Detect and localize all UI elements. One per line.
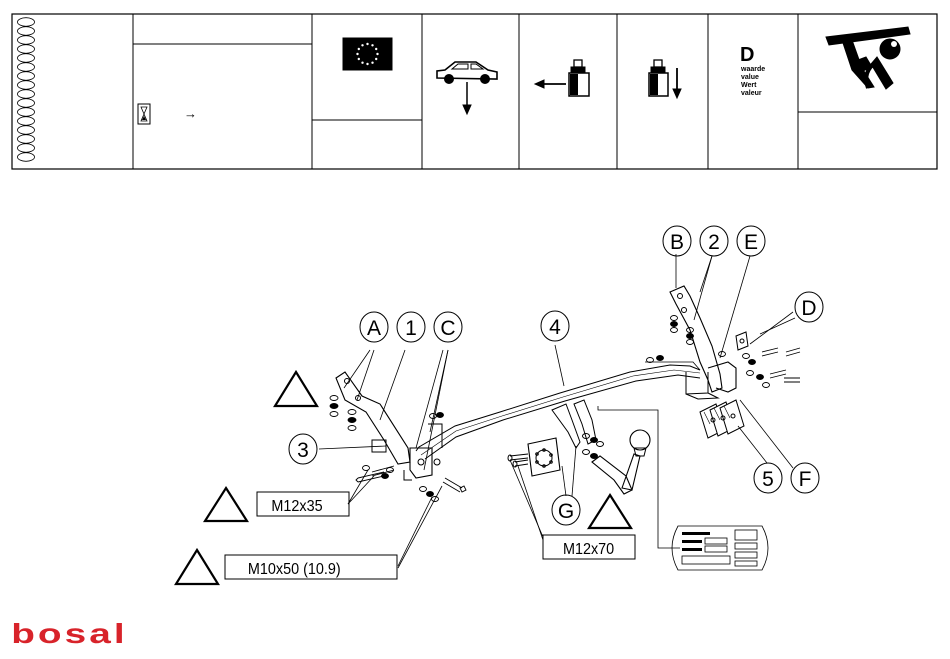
eu-star: [375, 48, 377, 50]
callout-C: C: [434, 312, 462, 342]
eu-star: [361, 62, 363, 64]
eu-star: [356, 53, 358, 55]
callout-3: 3: [289, 434, 317, 464]
svg-text:M10x50 (10.9): M10x50 (10.9): [248, 560, 341, 578]
svg-text:G: G: [558, 500, 574, 523]
svg-text:5: 5: [762, 468, 774, 491]
horizontal-load-icon: [535, 60, 589, 96]
d-value-label-fr: valeur: [741, 90, 765, 98]
eu-star: [366, 43, 368, 45]
svg-text:A: A: [367, 317, 381, 340]
callout-G: G: [552, 495, 580, 525]
spacer-plates: [700, 400, 744, 438]
d-value-icon: D: [740, 44, 754, 66]
left-bracket: [336, 372, 442, 480]
center-flange: [508, 400, 604, 476]
d-value-label-de: Wert: [741, 82, 765, 90]
towbar-icon: [826, 27, 910, 89]
hourglass-icon: [138, 104, 150, 124]
svg-text:1: 1: [405, 317, 417, 340]
arrow-label: →: [184, 106, 197, 121]
d-value-label-en: value: [741, 74, 765, 82]
callout-5: 5: [754, 463, 782, 493]
eu-star: [371, 62, 373, 64]
eu-star: [366, 63, 368, 65]
vertical-load-icon: [649, 60, 681, 98]
svg-text:F: F: [799, 468, 812, 491]
bolt-spec-m12x70: M12x70: [543, 535, 635, 559]
callout-4: 4: [541, 311, 569, 341]
d-value-labels: waarde value Wert valeur: [741, 66, 765, 98]
svg-text:M12x70: M12x70: [563, 540, 614, 558]
car-load-icon: [437, 62, 497, 114]
eu-flag-icon: [343, 38, 392, 70]
eu-star: [358, 48, 360, 50]
callout-1: 1: [397, 312, 425, 342]
callout-F: F: [791, 463, 819, 493]
bolt-spec-m10x50: M10x50 (10.9): [225, 555, 397, 579]
callout-E: E: [737, 226, 765, 256]
language-ovals: [18, 18, 35, 162]
callout-A: A: [360, 312, 388, 342]
bosal-logo: bosal: [11, 619, 127, 649]
eu-star: [371, 44, 373, 46]
svg-text:M12x35: M12x35: [271, 497, 322, 515]
callout-2: 2: [700, 226, 728, 256]
callout-D: D: [795, 292, 823, 322]
eu-star: [375, 58, 377, 60]
left-fasteners: [330, 396, 466, 502]
svg-text:C: C: [440, 317, 455, 340]
svg-text:B: B: [670, 231, 684, 254]
d-value-label-nl: waarde: [741, 66, 765, 74]
svg-text:D: D: [801, 297, 816, 320]
svg-text:3: 3: [297, 439, 309, 462]
callouts: A 1 C 3 4 B 2 E D 5 F G: [289, 226, 823, 525]
eu-star: [358, 58, 360, 60]
svg-text:2: 2: [708, 231, 720, 254]
header-table: [12, 14, 937, 169]
callout-B: B: [663, 226, 691, 256]
d-letter: D: [740, 44, 754, 66]
svg-text:4: 4: [549, 316, 561, 339]
crossbar-part-4: [416, 362, 718, 459]
svg-text:bosal: bosal: [11, 619, 127, 649]
towball: [592, 430, 650, 494]
eu-star: [376, 53, 378, 55]
type-plate: [672, 526, 768, 570]
bolt-spec-m12x35: M12x35: [257, 492, 349, 516]
svg-text:E: E: [744, 231, 758, 254]
eu-star: [361, 44, 363, 46]
